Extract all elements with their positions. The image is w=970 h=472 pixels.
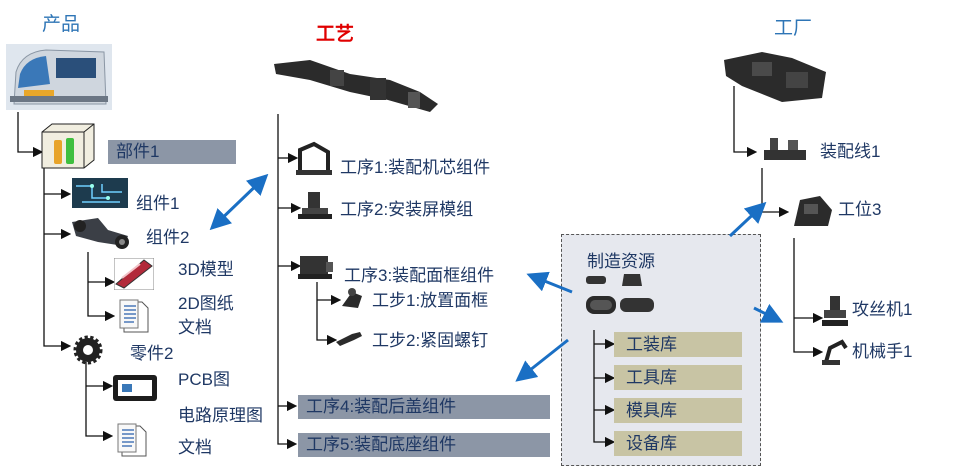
process-step-2[interactable]: 工步2:紧固螺钉 [372, 331, 489, 350]
circuit-board-icon [72, 178, 128, 208]
tool-library[interactable]: 工具库 [614, 365, 742, 390]
document-icon [118, 298, 152, 334]
part-1-bar[interactable]: 部件1 [108, 140, 236, 164]
robot-arm-label[interactable]: 机械手1 [852, 342, 913, 361]
workstation-label[interactable]: 工位3 [838, 200, 882, 219]
assembly-line-icon [760, 134, 810, 166]
process-op-2[interactable]: 工序2:安装屏模组 [340, 200, 474, 219]
factory-line-image [722, 46, 830, 106]
gear-icon [72, 334, 104, 366]
assembly-line-label[interactable]: 装配线1 [820, 142, 881, 161]
train-product-image [6, 44, 112, 110]
2d-drawing-doc-label: 文档 [178, 318, 212, 337]
process-op-1[interactable]: 工序1:装配机芯组件 [340, 158, 491, 177]
assembly-line-image [270, 52, 442, 116]
part-box-icon [40, 122, 96, 170]
document-icon [116, 422, 150, 458]
resources-title: 制造资源 [587, 252, 655, 271]
pcb-icon [112, 374, 158, 402]
process-title: 工艺 [316, 24, 355, 45]
assembly-icon [68, 212, 132, 252]
tapping-machine-icon [820, 294, 850, 328]
circuit-diagram-label: 电路原理图 [178, 406, 263, 425]
tooling-parts-icon [584, 272, 660, 322]
process-op-5-bar[interactable]: 工序5:装配底座组件 [298, 433, 550, 457]
mold-library[interactable]: 模具库 [614, 398, 742, 423]
component-2-label: 组件2 [146, 228, 190, 247]
tapping-machine-label[interactable]: 攻丝机1 [852, 300, 913, 319]
process-op-3[interactable]: 工序3:装配面框组件 [344, 266, 495, 285]
product-title: 产品 [42, 14, 81, 35]
screwdriver-icon [334, 326, 364, 348]
machine-icon [298, 190, 332, 220]
workstation-icon [790, 190, 836, 230]
process-step-1[interactable]: 工步1:放置面框 [372, 291, 489, 310]
tooling-library[interactable]: 工装库 [614, 332, 742, 357]
factory-title: 工厂 [774, 18, 813, 39]
robot-arm-icon [294, 140, 334, 176]
circuit-doc-label: 文档 [178, 438, 212, 457]
3d-model-icon [113, 257, 155, 291]
equipment-library[interactable]: 设备库 [614, 431, 742, 456]
gripper-icon [338, 286, 368, 310]
pcb-label: PCB图 [178, 370, 230, 389]
3d-model-label: 3D模型 [178, 260, 234, 279]
process-op-4-bar[interactable]: 工序4:装配后盖组件 [298, 395, 550, 419]
component-1-label: 组件1 [136, 194, 180, 213]
robot-arm-icon [820, 336, 850, 366]
part-2-label: 零件2 [130, 344, 174, 363]
2d-drawing-label: 2D图纸 [178, 294, 234, 313]
frame-machine-icon [298, 252, 334, 280]
